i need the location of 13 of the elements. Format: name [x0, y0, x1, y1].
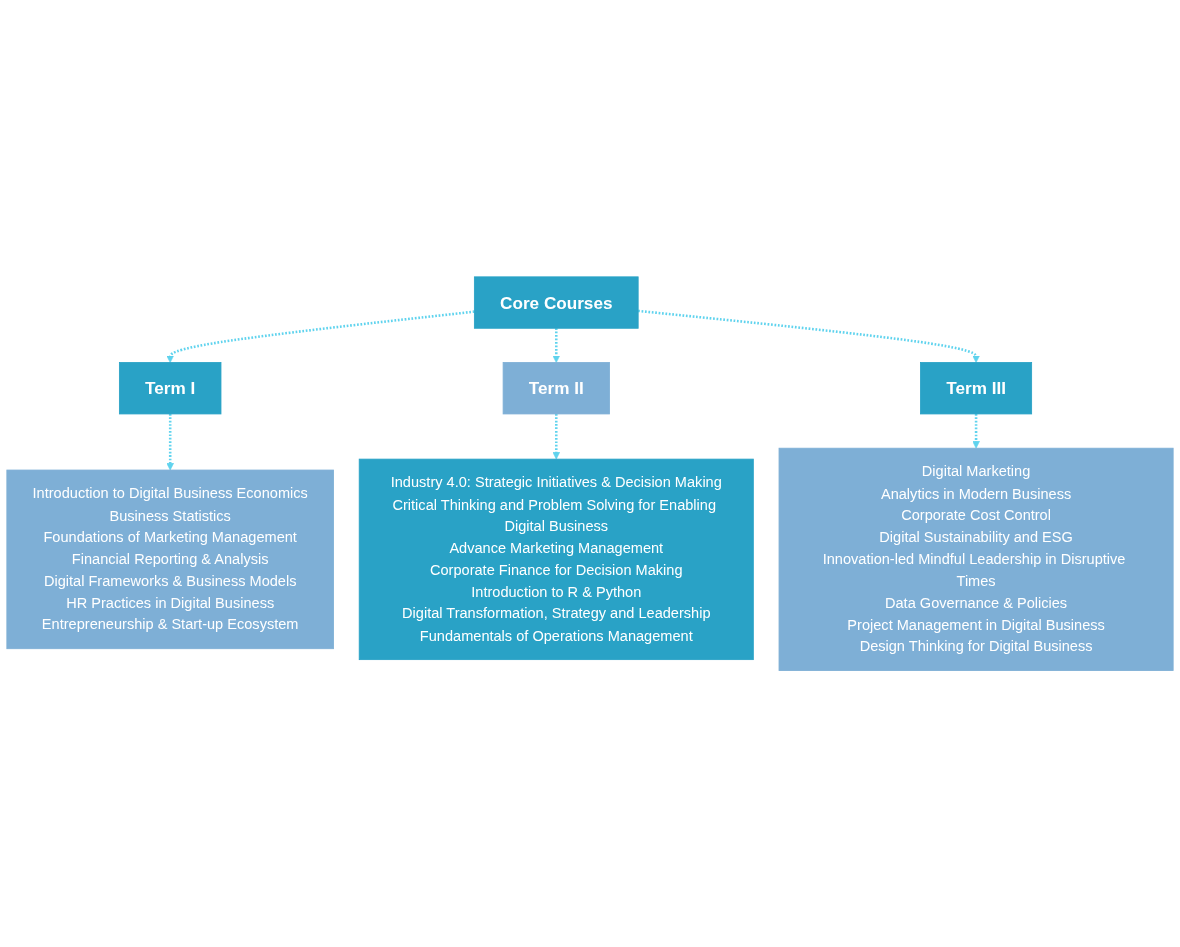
- arrow: [166, 310, 475, 363]
- node-box: Term I: [118, 361, 222, 415]
- arrow: [972, 413, 980, 449]
- arrow: [638, 309, 980, 363]
- node-box: Digital Marketing Analytics in Modern Business Corporate Cost Control Digital Sustainability and ESG Innovation-led Mindful Leadership in Disruptive Times Data Governance & Policies Project Management in Digital Business Design Thinking for Digital Business: [778, 447, 1174, 671]
- node-box: Introduction to Digital Business Economics Business Statistics Foundations of Marketing Management Financial Reporting & Analysis Digital Frameworks & Business Models HR Practices in Digital Business Entrepreneurship & Start-up Ecosystem: [6, 469, 334, 649]
- node-box: Term III: [920, 361, 1033, 415]
- arrow: [166, 413, 174, 471]
- node-box: Industry 4.0: Strategic Initiatives & Decision Making Critical Thinking and Problem Solving for Enabling Digital Business Advance Marketing Management Corporate Finance for Decision Making Introduction to R & Python Digital Transformation, Strategy and Leadership Fundamentals of Operations Management: [358, 458, 754, 660]
- arrow: [552, 413, 561, 460]
- node-box: Term II: [502, 361, 610, 415]
- arrow: [552, 328, 561, 363]
- node-box: Core Courses: [473, 276, 639, 329]
